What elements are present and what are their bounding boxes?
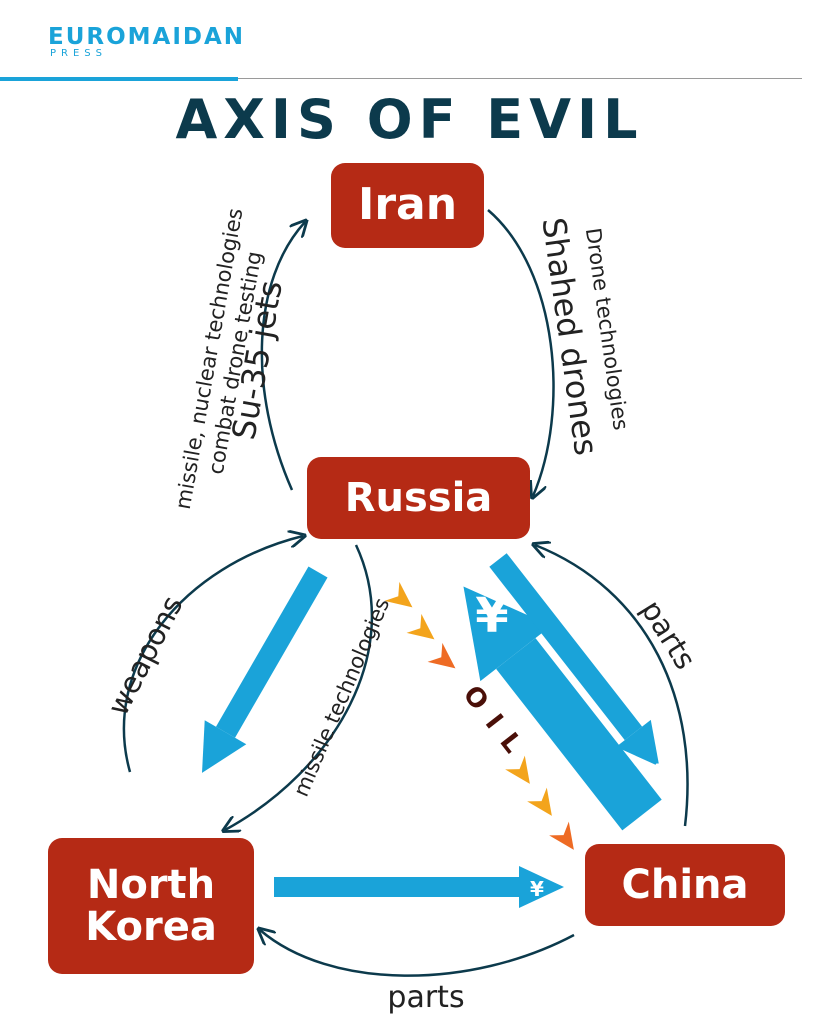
arrow-china-to-russia: [535, 545, 689, 827]
arrow-russia-to-north-korea: [225, 544, 374, 830]
yuan-symbol: ¥: [179, 763, 200, 798]
label-weapons: weapons: [101, 590, 190, 720]
header-accent-bar: [0, 77, 238, 81]
node-north-korea: North Korea: [48, 838, 254, 974]
yuan-symbol: ¥: [530, 877, 544, 901]
label-missile-technologies: missile technologies: [289, 594, 394, 800]
label-parts-china-russia: parts: [634, 594, 702, 675]
header-divider: [0, 78, 802, 79]
yuan-arrow-north-korea-to-china: [274, 866, 564, 908]
arrow-china-to-north-korea: [260, 930, 575, 977]
yuan-arrow-russia-to-china: [489, 553, 660, 767]
node-china: China: [585, 844, 785, 926]
oil-chevrons: [384, 581, 574, 850]
node-iran: Iran: [331, 163, 484, 248]
page-title: AXIS OF EVIL: [175, 88, 644, 151]
yuan-arrow-china-to-russia: [463, 586, 662, 831]
arrow-russia-to-iran: [260, 222, 305, 491]
yuan-symbol: ¥: [645, 759, 662, 787]
label-parts-china-north-korea: parts: [387, 980, 464, 1015]
logo-wordmark: EUROMAIDAN: [48, 24, 246, 50]
yuan-symbol: ¥: [475, 588, 508, 644]
relation-arrows: [122, 209, 689, 977]
arrow-iran-to-russia: [487, 209, 555, 496]
logo-subtitle: PRESS: [50, 48, 107, 59]
node-russia: Russia: [307, 457, 530, 539]
yuan-symbols: ¥ ¥ ¥ ¥: [179, 588, 662, 901]
arrow-north-korea-to-russia: [122, 536, 303, 773]
yuan-arrows: [202, 553, 662, 908]
yuan-arrow-russia-to-north-korea: [202, 566, 328, 773]
